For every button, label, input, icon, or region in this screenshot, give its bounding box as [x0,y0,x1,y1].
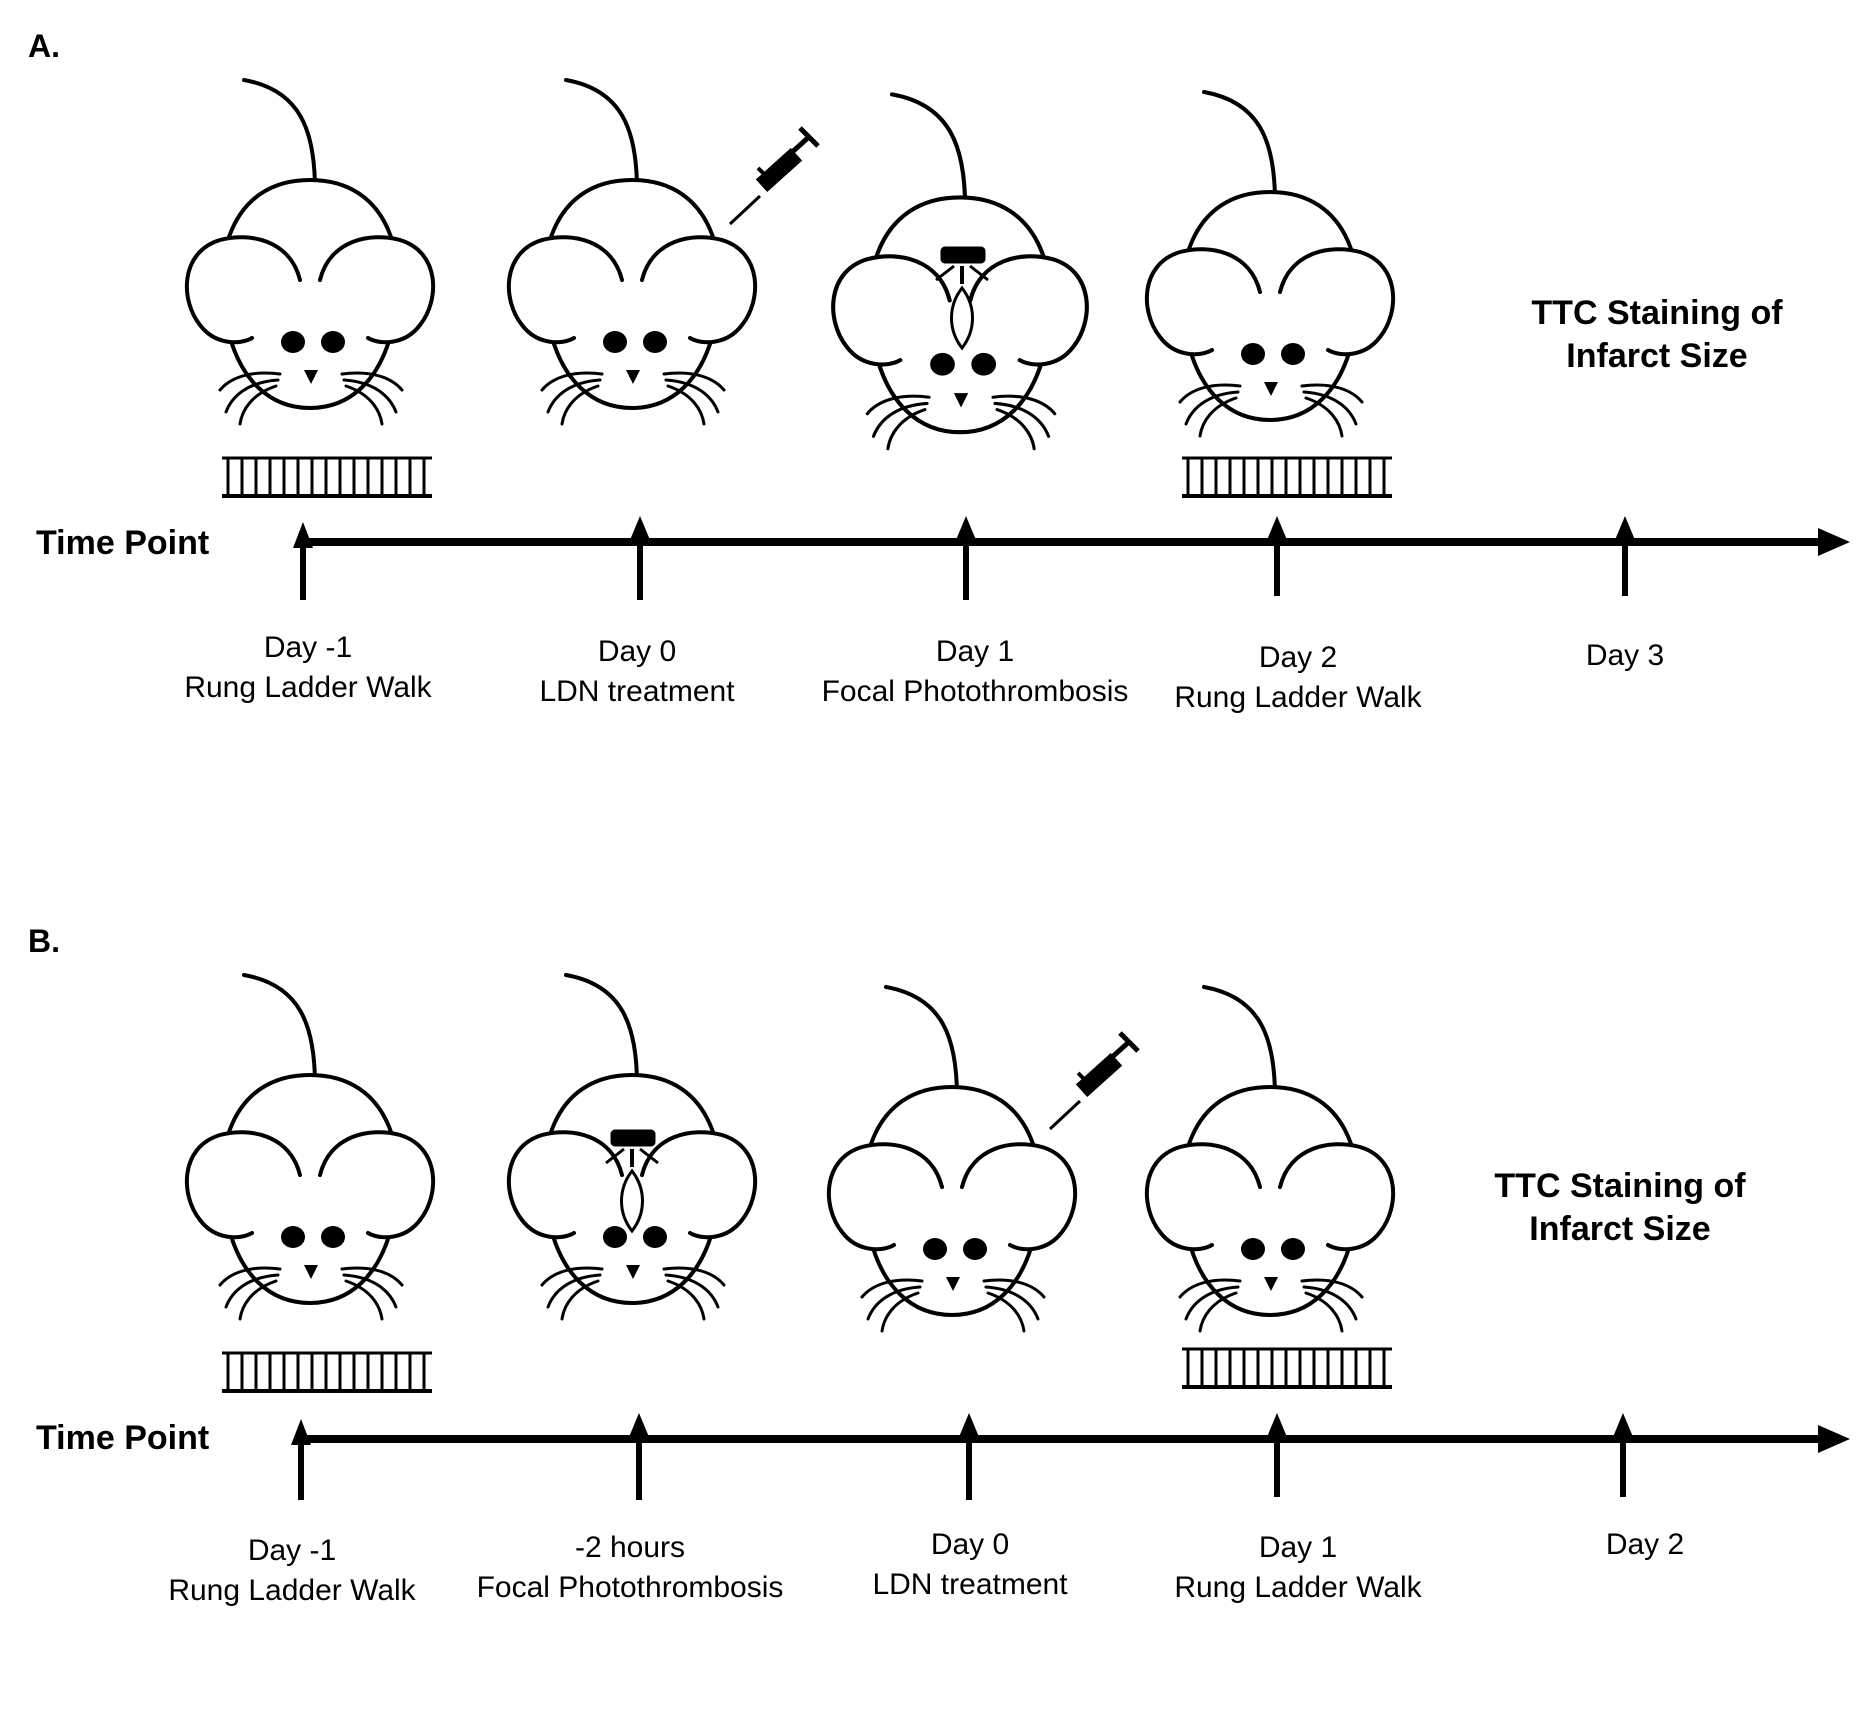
panel-b: B. TTC Staining of Infarct Size Time Poi… [0,895,1860,1710]
tick-event: Focal Photothrombosis [476,1571,784,1604]
tick-marker [291,1419,311,1500]
tick-day: ‑2 hours [574,1531,686,1564]
tick-label: Day 2 [1455,1525,1835,1565]
timeline-ticks [291,1413,1633,1500]
final-step-line2: Infarct Size [1566,337,1748,375]
tick-event: Rung Ladder Walk [1174,1571,1422,1604]
mouse-icon [184,973,436,1321]
timeline-axis [300,1425,1850,1453]
tick-label: Day 0 LDN treatment [447,632,827,712]
tick-day: Day ‑1 [263,631,353,664]
tick-label: Day 1 Rung Ladder Walk [1108,1528,1488,1608]
tick-day: Day 1 [935,635,1015,668]
final-step-line2: Infarct Size [1529,1210,1711,1248]
tick-marker [630,516,650,600]
tick-label: Day ‑1 Rung Ladder Walk [102,1531,482,1611]
final-step-line1: TTC Staining of [1494,1167,1746,1205]
mouse-icon [184,78,436,426]
tick-label: Day 0 LDN treatment [780,1525,1160,1605]
panel-label: B. [28,923,60,959]
tick-day: Day 1 [1258,1531,1338,1564]
tick-event: Rung Ladder Walk [1174,681,1422,714]
mouse-icon [826,985,1078,1333]
tick-label: Day 1 Focal Photothrombosis [785,632,1165,712]
tick-marker [293,522,313,600]
rung-ladder-icon [1180,456,1394,498]
rung-ladder-icon [220,456,434,498]
tick-marker [1267,1413,1287,1497]
timeline-label: Time Point [36,524,210,562]
panel-label: A. [28,28,60,64]
tick-day: Day 2 [1605,1528,1685,1561]
final-step-label: TTC Staining of Infarct Size [1440,1165,1800,1251]
syringe-icon [1050,1033,1138,1129]
tick-day: Day 0 [930,1528,1010,1561]
panel-a: A. TTC Staining of Infarct Size Time Poi… [0,0,1860,815]
tick-marker [629,1413,649,1500]
tick-event: Focal Photothrombosis [821,675,1129,708]
tick-marker [1615,516,1635,596]
tick-marker [956,516,976,600]
final-step-line1: TTC Staining of [1531,294,1783,332]
rung-ladder-icon [1180,1347,1394,1389]
timeline-label: Time Point [36,1419,210,1457]
tick-day: Day 2 [1258,641,1338,674]
rung-ladder-icon [220,1351,434,1393]
tick-label: Day 3 [1435,636,1815,676]
tick-day: Day 3 [1585,639,1665,672]
tick-marker [1613,1413,1633,1497]
mouse-icon [506,78,758,426]
timeline-ticks [293,516,1635,600]
tick-event: Rung Ladder Walk [168,1574,416,1607]
mouse-icon [1144,90,1396,438]
tick-event: LDN treatment [872,1568,1068,1601]
panel-a-graphics [184,78,1850,600]
tick-label: Day 2 Rung Ladder Walk [1108,638,1488,718]
timeline-axis [300,528,1850,556]
tick-event: Rung Ladder Walk [184,671,432,704]
tick-day: Day ‑1 [247,1534,337,1567]
syringe-icon [730,128,818,224]
panel-b-graphics [184,973,1850,1500]
tick-marker [1267,516,1287,596]
tick-event: LDN treatment [539,675,735,708]
tick-label: ‑2 hours Focal Photothrombosis [440,1528,820,1608]
mouse-icon [1144,985,1396,1333]
tick-marker [959,1413,979,1500]
mouse-icon [506,973,758,1321]
tick-day: Day 0 [597,635,677,668]
tick-label: Day ‑1 Rung Ladder Walk [118,628,498,708]
final-step-label: TTC Staining of Infarct Size [1477,292,1837,378]
